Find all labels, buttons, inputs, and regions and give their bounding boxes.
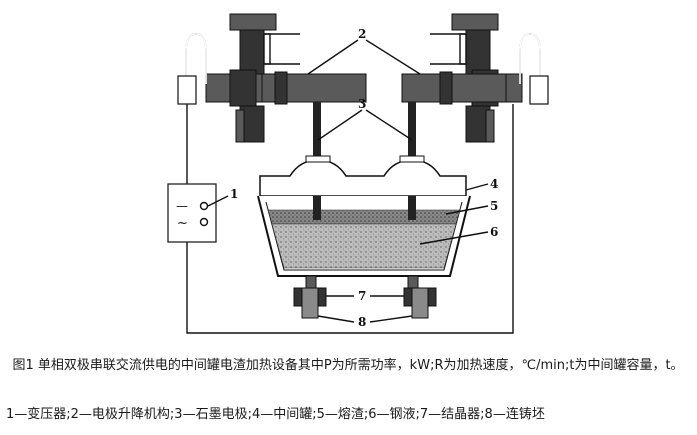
- callout-5: 5: [490, 199, 498, 213]
- callout-6: 6: [490, 225, 498, 239]
- tundish: [257, 155, 471, 291]
- transformer: — ~: [167, 183, 217, 243]
- crystallizers: [293, 287, 437, 319]
- callout-8: 8: [358, 315, 366, 329]
- callout-3: 3: [358, 97, 366, 111]
- callout-7: 7: [358, 289, 366, 303]
- leader-lines: [207, 39, 489, 323]
- callout-1: 1: [230, 187, 238, 201]
- figure-caption: 图1 单相双极串联交流供电的中间罐电渣加热设备其中P为所需功率，kW;R为加热速…: [12, 358, 684, 373]
- callout-2: 2: [358, 27, 366, 41]
- dc-symbol: —: [176, 199, 188, 213]
- callout-4: 4: [490, 177, 498, 191]
- diagram: — ~ 1 2 3 4 5 6 7 8: [167, 13, 549, 334]
- ac-symbol: ~: [177, 216, 188, 231]
- figure-legend: 1—变压器;2—电极升降机构;3—石墨电极;4—中间罐;5—熔渣;6—钢液;7—…: [6, 407, 545, 422]
